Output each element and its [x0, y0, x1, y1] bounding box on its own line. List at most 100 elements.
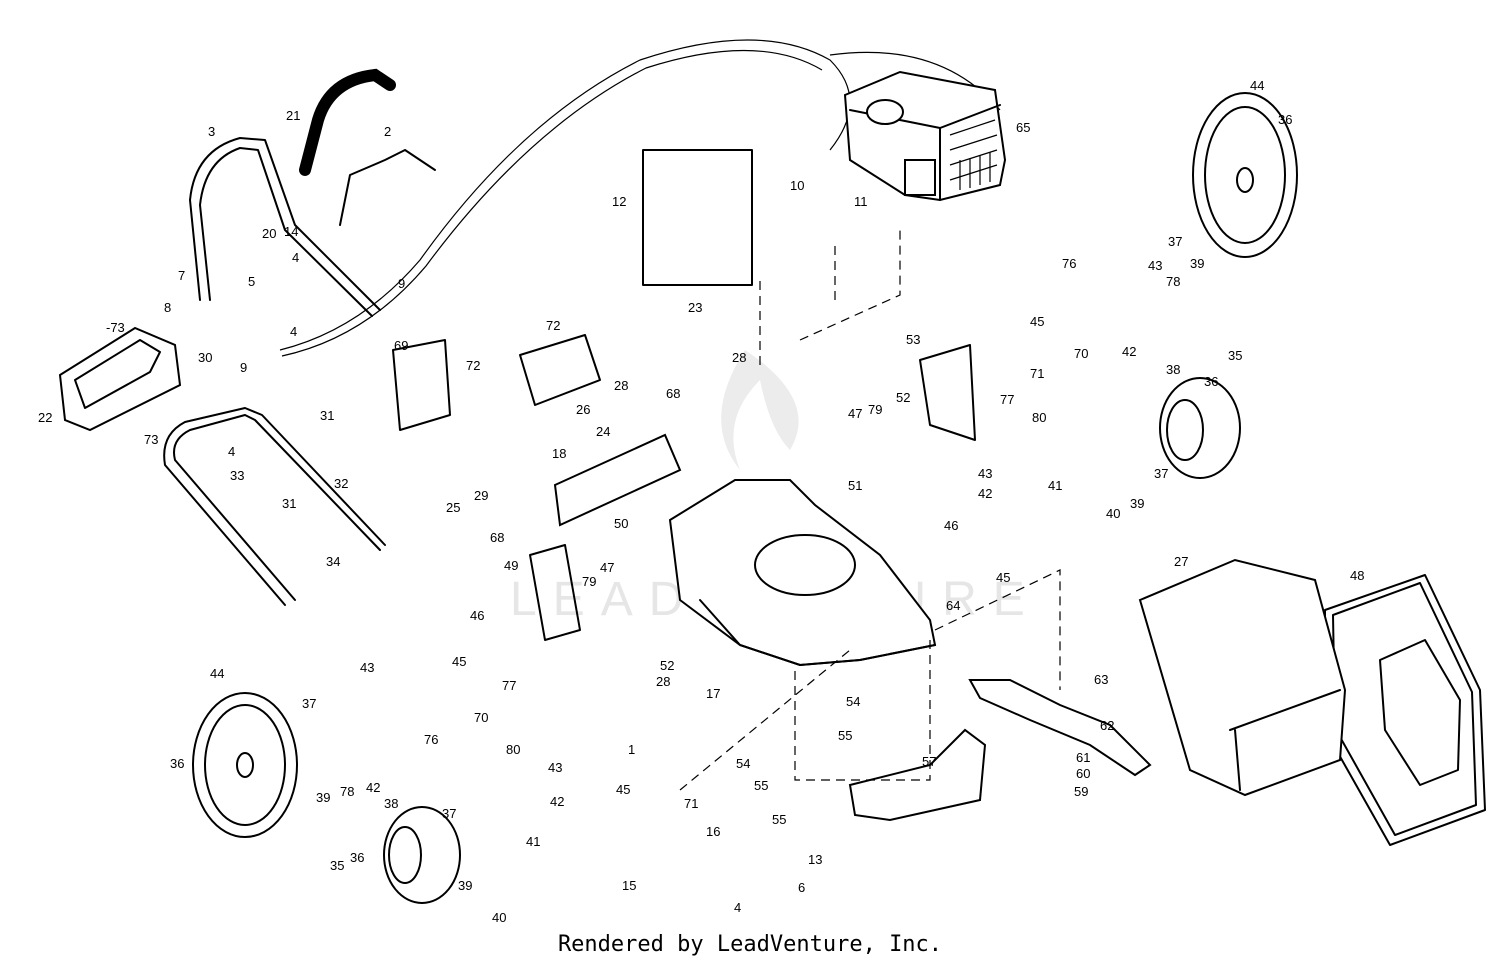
callout-label: 3 [208, 124, 215, 139]
callout-label: 49 [504, 558, 518, 573]
callout-label: 25 [446, 500, 460, 515]
callout-label: 78 [1166, 274, 1180, 289]
callout-label: 32 [334, 476, 348, 491]
height-adjuster-49 [529, 544, 581, 641]
callout-label: 76 [424, 732, 438, 747]
callout-label: 36 [1278, 112, 1292, 127]
callout-label: 39 [1130, 496, 1144, 511]
callout-label: 35 [330, 858, 344, 873]
callout-label: 40 [1106, 506, 1120, 521]
callout-label: 4 [290, 324, 297, 339]
callout-label: 38 [384, 796, 398, 811]
callout-label: 80 [506, 742, 520, 757]
callout-label: 39 [1190, 256, 1204, 271]
callout-label: 79 [582, 574, 596, 589]
callout-label: 36 [170, 756, 184, 771]
callout-label: 28 [656, 674, 670, 689]
callout-label: 26 [576, 402, 590, 417]
callout-label: 12 [612, 194, 626, 209]
callout-label: 68 [666, 386, 680, 401]
callout-label: 61 [1076, 750, 1090, 765]
callout-label: 5 [248, 274, 255, 289]
callout-label: 17 [706, 686, 720, 701]
callout-label: 42 [550, 794, 564, 809]
callout-label: 7 [178, 268, 185, 283]
callout-label: 37 [442, 806, 456, 821]
callout-label: 37 [1154, 466, 1168, 481]
callout-label: 50 [614, 516, 628, 531]
callout-label: 69 [394, 338, 408, 353]
callout-label: 24 [596, 424, 610, 439]
callout-label: 77 [502, 678, 516, 693]
callout-label: 28 [732, 350, 746, 365]
callout-label: 36 [1204, 374, 1218, 389]
mower-deck [668, 479, 937, 667]
handle-grip [299, 68, 396, 176]
callout-label: 2 [384, 124, 391, 139]
callout-label: 45 [996, 570, 1010, 585]
callout-label: 38 [1166, 362, 1180, 377]
callout-label: 52 [896, 390, 910, 405]
callout-label: 28 [614, 378, 628, 393]
rear-wheel-right [1192, 92, 1298, 258]
callout-label: 45 [1030, 314, 1044, 329]
bracket-12 [642, 149, 753, 286]
callout-label: 13 [808, 852, 822, 867]
callout-label: 30 [198, 350, 212, 365]
callout-label: 39 [316, 790, 330, 805]
callout-label: 72 [546, 318, 560, 333]
callout-label: 41 [1048, 478, 1062, 493]
upper-handle [189, 137, 381, 317]
callout-label: 55 [754, 778, 768, 793]
callout-label: 59 [1074, 784, 1088, 799]
callout-label: 21 [286, 108, 300, 123]
callout-label: 45 [452, 654, 466, 669]
callout-label: 31 [320, 408, 334, 423]
callout-label: 46 [470, 608, 484, 623]
callout-label: 4 [734, 900, 741, 915]
callout-label: 37 [1168, 234, 1182, 249]
throttle-cable [279, 39, 851, 357]
callout-label: 62 [1100, 718, 1114, 733]
callout-label: 34 [326, 554, 340, 569]
callout-label: 37 [302, 696, 316, 711]
callout-label: 40 [492, 910, 506, 925]
callout-label: 71 [684, 796, 698, 811]
callout-label: 41 [526, 834, 540, 849]
callout-label: 14 [284, 224, 298, 239]
callout-label: 78 [340, 784, 354, 799]
callout-label: 9 [240, 360, 247, 375]
callout-label: 15 [622, 878, 636, 893]
callout-label: 70 [474, 710, 488, 725]
front-wheel-left [383, 806, 461, 904]
callout-label: 23 [688, 300, 702, 315]
callout-label: 72 [466, 358, 480, 373]
callout-label: 11 [854, 194, 868, 209]
grass-catcher-frame [1324, 574, 1486, 846]
callout-label: 47 [848, 406, 862, 421]
blade [968, 679, 1152, 777]
callout-label: 54 [736, 756, 750, 771]
callout-label: 54 [846, 694, 860, 709]
callout-label: 44 [1250, 78, 1264, 93]
callout-label: 77 [1000, 392, 1014, 407]
callout-label: 6 [798, 880, 805, 895]
callout-label: -73 [106, 320, 125, 335]
lower-handle [163, 407, 386, 606]
callout-label: 43 [1148, 258, 1162, 273]
callout-label: 18 [552, 446, 566, 461]
callout-label: 31 [282, 496, 296, 511]
callout-label: 35 [1228, 348, 1242, 363]
engine [843, 70, 1007, 202]
callout-label: 47 [600, 560, 614, 575]
callout-label: 16 [706, 824, 720, 839]
rear-wheel-left [192, 692, 298, 838]
callout-label: 42 [366, 780, 380, 795]
callout-label: 8 [164, 300, 171, 315]
callout-label: 4 [228, 444, 235, 459]
callout-label: 10 [790, 178, 804, 193]
callout-label: 42 [978, 486, 992, 501]
rear-flap-69 [392, 339, 451, 431]
callout-label: 53 [906, 332, 920, 347]
